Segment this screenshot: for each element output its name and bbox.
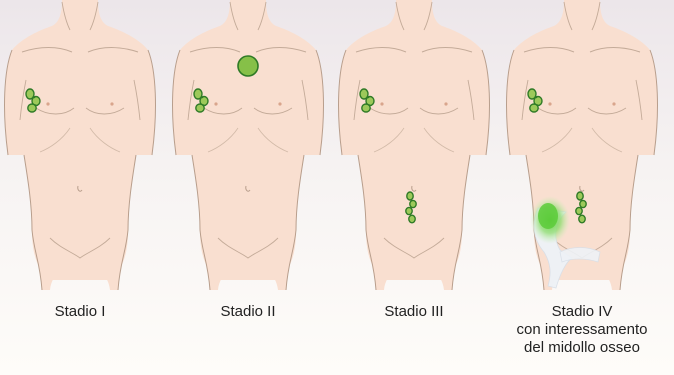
- cervical-lymph-node-mass-icon: [238, 56, 258, 76]
- stage-2-caption: Stadio II: [163, 303, 333, 321]
- stage-4-detail-line-2: del midollo osseo: [497, 339, 667, 357]
- stage-2-label: Stadio II: [163, 303, 333, 321]
- stage-4-detail-line-1: con interessamento: [497, 321, 667, 339]
- stage-3-caption: Stadio III: [329, 303, 499, 321]
- stage-4-label: Stadio IV: [497, 303, 667, 321]
- stage-1-caption: Stadio I: [0, 303, 165, 321]
- stage-3-label: Stadio III: [329, 303, 499, 321]
- stage-1-label: Stadio I: [0, 303, 165, 321]
- stage-4-caption: Stadio IV con interessamento del midollo…: [497, 303, 667, 357]
